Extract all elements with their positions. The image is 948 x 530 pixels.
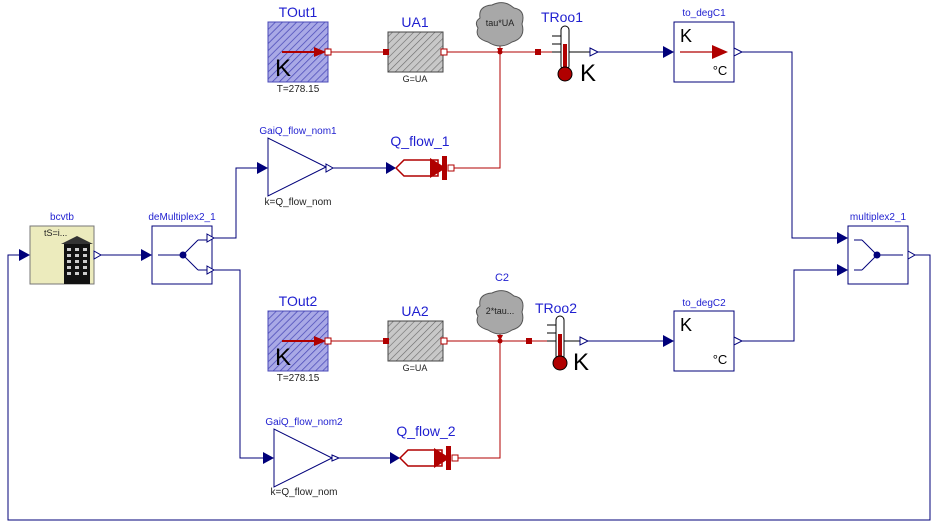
gain1-block[interactable]: GaiQ_flow_nom1 k=Q_flow_nom	[257, 126, 337, 208]
c2-param: 2*tau...	[486, 306, 515, 316]
c2-name: C2	[495, 272, 509, 284]
todegc1-block[interactable]: to_degC1 K °C	[663, 8, 744, 83]
junction-dot-2	[497, 338, 503, 344]
gain2-param: k=Q_flow_nom	[271, 487, 338, 498]
c1-param: tau*UA	[486, 18, 515, 28]
qflow1-name: Q_flow_1	[390, 133, 449, 149]
todegc1-out-unit: °C	[713, 63, 728, 78]
bcvtb-name: bcvtb	[50, 212, 74, 223]
gain1-name: GaiQ_flow_nom1	[259, 126, 337, 137]
c1-capacitor[interactable]: tau*UA	[475, 2, 524, 54]
tout1-param: T=278.15	[277, 84, 320, 95]
todegc2-block[interactable]: to_degC2 K °C	[663, 298, 744, 372]
tout1-name: TOut1	[279, 4, 318, 20]
gain2-name: GaiQ_flow_nom2	[265, 417, 343, 428]
ua1-name: UA1	[401, 14, 428, 30]
mux-name: multiplex2_1	[850, 212, 907, 223]
todegc2-out-unit: °C	[713, 352, 728, 367]
gain1-param: k=Q_flow_nom	[265, 197, 332, 208]
troo1-unit: K	[580, 60, 596, 87]
tout2-name: TOut2	[279, 293, 318, 309]
qflow2-source[interactable]: Q_flow_2	[390, 423, 459, 470]
todegc2-in-unit: K	[680, 315, 692, 335]
tout2-param: T=278.15	[277, 373, 320, 384]
thermal-connections	[330, 36, 565, 459]
qflow1-source[interactable]: Q_flow_1	[386, 133, 455, 180]
signal-connections	[7, 51, 931, 521]
troo1-sensor[interactable]: TRoo1 K	[535, 9, 600, 87]
ua1-block[interactable]: UA1 G=UA	[383, 14, 448, 84]
todegc1-name: to_degC1	[682, 8, 726, 19]
troo2-unit: K	[573, 349, 589, 376]
demux-name: deMultiplex2_1	[148, 212, 216, 223]
demux-block[interactable]: deMultiplex2_1	[141, 212, 216, 285]
gain2-block[interactable]: GaiQ_flow_nom2 k=Q_flow_nom	[263, 417, 343, 498]
ua1-param: G=UA	[403, 74, 428, 84]
mux-block[interactable]: multiplex2_1	[837, 212, 917, 285]
troo2-sensor[interactable]: TRoo2 K	[526, 300, 590, 376]
troo1-name: TRoo1	[541, 9, 583, 25]
todegc1-in-unit: K	[680, 26, 692, 46]
ua2-name: UA2	[401, 303, 428, 319]
tout1-unit: K	[275, 55, 291, 82]
ua2-param: G=UA	[403, 363, 428, 373]
tout2-block[interactable]: TOut2 K T=278.15	[267, 293, 332, 384]
troo2-name: TRoo2	[535, 300, 577, 316]
qflow2-name: Q_flow_2	[396, 423, 455, 439]
tout2-unit: K	[275, 344, 291, 371]
todegc2-name: to_degC2	[682, 298, 726, 309]
junction-dot-1	[497, 49, 503, 55]
bcvtb-block[interactable]: bcvtb tS=i...	[19, 212, 103, 285]
bcvtb-param: tS=i...	[44, 228, 67, 238]
c2-capacitor[interactable]: 2*tau... C2	[475, 272, 524, 341]
tout1-block[interactable]: TOut1 K T=278.15	[267, 4, 332, 95]
ua2-block[interactable]: UA2 G=UA	[383, 303, 448, 373]
